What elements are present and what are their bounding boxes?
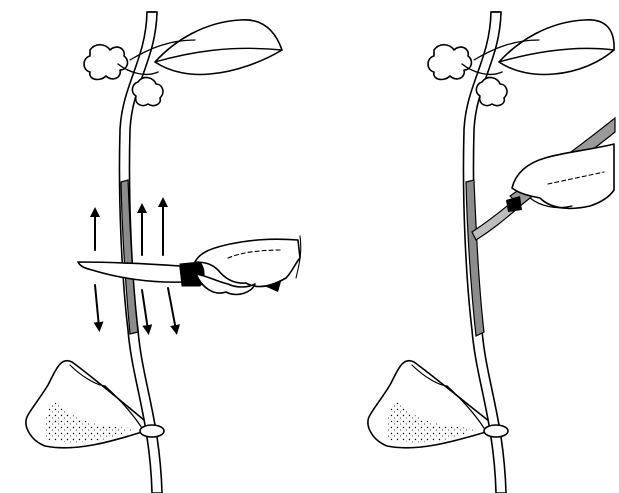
arrow-down-icon (95, 285, 99, 327)
lower-leaf (26, 361, 150, 448)
top-foliage-left (84, 20, 282, 106)
arrow-down-icon (142, 290, 148, 330)
top-foliage-right (428, 20, 614, 106)
arrow-down-icon (168, 288, 176, 330)
hand-left (195, 236, 301, 294)
bandaged-wound (466, 180, 484, 336)
wound-area (121, 180, 138, 334)
lower-leaf-right (368, 361, 494, 448)
panel-right-bandaging (368, 12, 615, 493)
panel-left-cutting (26, 12, 301, 493)
